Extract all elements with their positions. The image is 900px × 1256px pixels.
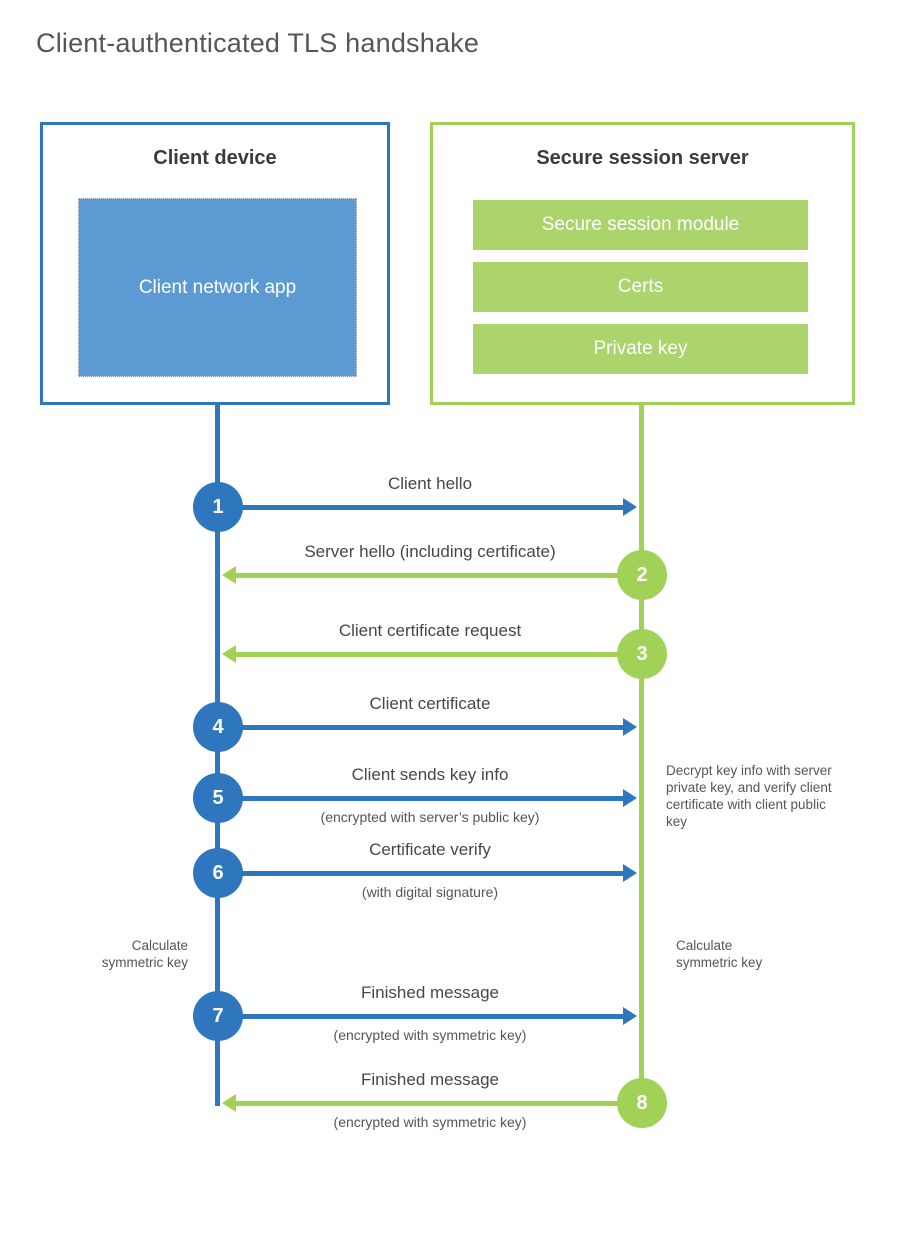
step-1-label: Client hello	[387, 474, 473, 493]
step-7-number-badge: 7	[193, 991, 243, 1041]
step-3-number-badge: 3	[617, 629, 667, 679]
server-module-bar: Secure session module	[473, 200, 808, 250]
step-2-arrow	[236, 573, 642, 578]
step-4-number-badge: 4	[193, 702, 243, 752]
step-4-arrow	[218, 725, 623, 730]
decrypt-note: Decrypt key info with server private key…	[666, 763, 832, 829]
step-4-arrowhead-icon	[623, 718, 637, 736]
step-5-arrow	[218, 796, 623, 801]
step-8-sublabel: (encrypted with symmetric key)	[333, 1114, 527, 1130]
client-network-app-box: Client network app	[78, 198, 357, 377]
page-title: Client-authenticated TLS handshake	[36, 28, 480, 58]
calculate-symmetric-key-note-server: Calculate symmetric key	[676, 938, 763, 970]
step-7-sublabel: (encrypted with symmetric key)	[333, 1027, 527, 1043]
client-network-app-label: Client network app	[138, 277, 297, 298]
step-6-label: Certificate verify	[369, 840, 491, 859]
step-1-arrow	[218, 505, 623, 510]
step-5-sublabel: (encrypted with server’s public key)	[320, 809, 540, 825]
client-device-box: Client device Client network app	[40, 122, 390, 405]
server-lifeline	[639, 405, 644, 1103]
step-2-number-badge: 2	[617, 550, 667, 600]
secure-session-server-title: Secure session server	[536, 147, 749, 169]
step-8-arrowhead-icon	[222, 1094, 236, 1112]
step-7-arrowhead-icon	[623, 1007, 637, 1025]
step-8-label: Finished message	[361, 1070, 499, 1089]
step-4-label: Client certificate	[369, 694, 491, 713]
step-7-label: Finished message	[361, 983, 499, 1002]
step-5-number-badge: 5	[193, 773, 243, 823]
step-5-label: Client sends key info	[351, 765, 509, 784]
step-2-label: Server hello (including certificate)	[304, 542, 556, 561]
server-module-bar: Certs	[473, 262, 808, 312]
step-6-arrowhead-icon	[623, 864, 637, 882]
step-7-arrow	[218, 1014, 623, 1019]
step-3-arrow	[236, 652, 642, 657]
step-6-number-badge: 6	[193, 848, 243, 898]
step-2-arrowhead-icon	[222, 566, 236, 584]
calculate-symmetric-key-note-client: Calculate symmetric key	[101, 938, 188, 970]
step-3-label: Client certificate request	[338, 621, 522, 640]
secure-session-server-box: Secure session server Secure session mod…	[430, 122, 855, 405]
step-6-arrow	[218, 871, 623, 876]
client-lifeline	[215, 405, 220, 1106]
step-8-number-badge: 8	[617, 1078, 667, 1128]
step-8-arrow	[236, 1101, 642, 1106]
client-device-title: Client device	[153, 147, 277, 169]
step-1-arrowhead-icon	[623, 498, 637, 516]
step-6-sublabel: (with digital signature)	[361, 884, 499, 900]
step-5-arrowhead-icon	[623, 789, 637, 807]
step-3-arrowhead-icon	[222, 645, 236, 663]
step-1-number-badge: 1	[193, 482, 243, 532]
server-module-bar: Private key	[473, 324, 808, 374]
